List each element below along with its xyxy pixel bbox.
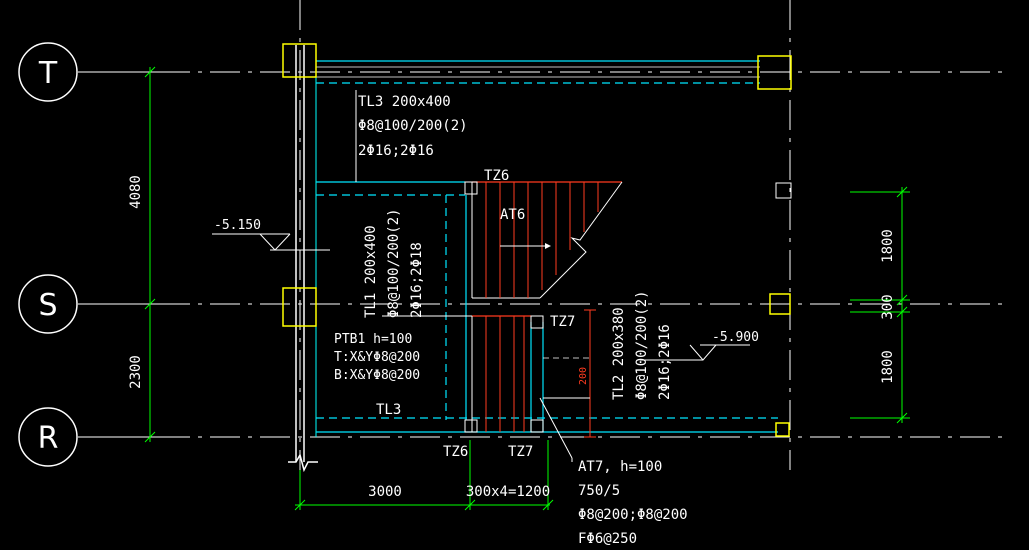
elevation-left xyxy=(212,233,330,251)
dim-bottom-right: 300x4=1200 xyxy=(466,484,550,500)
column-tz6-bottom: TZ6 xyxy=(443,444,468,460)
elevation-right-text: -5.900 xyxy=(712,330,759,345)
dim-bottom-left: 3000 xyxy=(368,484,402,500)
elevation-right xyxy=(640,344,750,361)
tl1-line3: 2Φ16;2Φ18 xyxy=(409,242,425,318)
tl1-line2: Φ8@100/200(2) xyxy=(386,208,402,318)
axis-label-s: S xyxy=(38,288,57,323)
tl3-bottom-label: TL3 xyxy=(376,402,401,418)
wall-left xyxy=(288,45,318,473)
tl1-line1: TL1 200x400 xyxy=(363,225,379,318)
tl2-line2: Φ8@100/200(2) xyxy=(634,290,650,400)
axis-lines xyxy=(78,0,1010,470)
axis-bubble-t: T xyxy=(18,42,78,102)
at7-line1: AT7, h=100 xyxy=(578,459,662,475)
stair-at7 xyxy=(471,309,596,438)
ptb1-line2: T:X&YΦ8@200 xyxy=(334,350,420,365)
dim-right-upper: 1800 xyxy=(880,229,896,263)
ptb1-line3: B:X&YΦ8@200 xyxy=(334,368,420,383)
at7-line4: FΦ6@250 xyxy=(578,531,637,547)
tl2-line3: 2Φ16;2Φ16 xyxy=(657,324,673,400)
dim-right-lower: 1800 xyxy=(880,350,896,384)
dim-left-lower: 2300 xyxy=(128,355,144,389)
axis-label-r: R xyxy=(38,421,59,456)
dim-right-mid: 300 xyxy=(880,294,896,319)
elevation-left-text: -5.150 xyxy=(214,218,261,233)
dim-stair-small: 200 xyxy=(578,367,589,385)
column-tz6-top: TZ6 xyxy=(484,168,509,184)
stair-at6 xyxy=(471,181,623,299)
tl3-top-line3: 2Φ16;2Φ16 xyxy=(358,143,434,159)
leader-lines xyxy=(355,90,573,462)
columns xyxy=(282,43,792,437)
tl3-top-line1: TL3 200x400 xyxy=(358,94,451,110)
dim-left-upper: 4080 xyxy=(128,175,144,209)
axis-bubble-s: S xyxy=(18,274,78,334)
beam-lines xyxy=(316,60,778,433)
at7-line2: 750/5 xyxy=(578,483,620,499)
column-tz7-mid: TZ7 xyxy=(550,314,575,330)
column-tz7-bottom: TZ7 xyxy=(508,444,533,460)
tl2-line1: TL2 200x380 xyxy=(611,307,627,400)
ptb1-line1: PTB1 h=100 xyxy=(334,332,412,347)
at7-line3: Φ8@200;Φ8@200 xyxy=(578,507,688,523)
tl3-top-line2: Φ8@100/200(2) xyxy=(358,118,468,134)
dimension-lines xyxy=(144,66,910,511)
stair-at6-label: AT6 xyxy=(500,207,525,223)
axis-bubble-r: R xyxy=(18,407,78,467)
axis-label-t: T xyxy=(38,56,58,91)
